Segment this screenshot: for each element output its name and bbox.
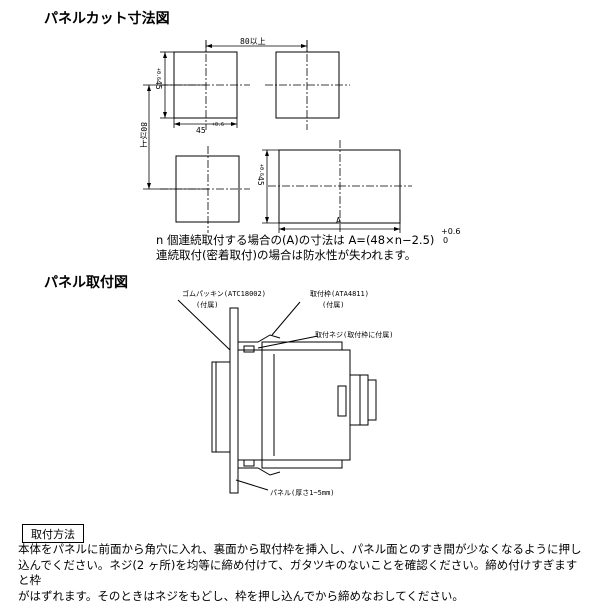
dim-80-horizontal: 80以上 xyxy=(240,36,266,47)
label-panel-thickness: パネル(厚さ1~5mm) xyxy=(270,488,335,498)
front-bezel xyxy=(212,362,230,452)
label-mount-screw: 取付ネジ(取付枠に付属) xyxy=(315,330,393,340)
dim-80-vertical: 80以上 xyxy=(138,122,149,148)
note-tolerance-zero: 0 xyxy=(441,236,460,245)
method-line-1: 本体をパネルに前面から角穴に入れ、裏面から取付枠を挿入し、パネル面とのすき間が少… xyxy=(18,542,588,558)
dim-45-vertical: 45 xyxy=(154,80,163,90)
note-tolerance-plus: +0.6 xyxy=(441,227,460,236)
panel-plate xyxy=(230,308,238,493)
method-line-3: がはずれます。そのときはネジをもどし、枠を押し込んでから締めなおしてください。 xyxy=(18,589,588,604)
dim-A-label: A xyxy=(336,216,341,225)
rear-socket xyxy=(350,375,368,425)
method-line-2: 込んでください。ネジ(2 ヶ所)を均等に締め付けて、ガタツキのないことを確認くだ… xyxy=(18,558,588,589)
unit-body xyxy=(238,350,350,460)
dim-45-horizontal-tol: +0.6 xyxy=(212,122,224,128)
panel-mount-diagram xyxy=(0,280,600,510)
cutout-rect-continuous xyxy=(279,150,400,223)
note-tolerance: +0.6 0 xyxy=(441,227,460,245)
dim-45-vertical-tol: +0.6 xyxy=(155,68,161,80)
panel-cutout-diagram xyxy=(0,0,600,260)
note-continuous-formula: n 個連続取付する場合の(A)の寸法は A=(48×n−2.5) xyxy=(156,233,434,248)
label-mount-frame: 取付枠(ATA4811) xyxy=(310,289,369,299)
label-rubber-packing-sub: (付属) xyxy=(196,300,218,310)
dim-45-vertical-right: 45 xyxy=(256,176,265,186)
note-waterproof-warning: 連続取付(密着取付)の場合は防水性が失われます。 xyxy=(156,248,416,263)
dim-45-vertical-right-tol: +0.6 xyxy=(258,164,264,176)
method-body: 本体をパネルに前面から角穴に入れ、裏面から取付枠を挿入し、パネル面とのすき間が少… xyxy=(18,542,588,604)
label-mount-frame-sub: (付属) xyxy=(322,300,344,310)
method-title: 取付方法 xyxy=(22,524,84,543)
label-rubber-packing: ゴムパッキン(ATC18002) xyxy=(182,289,266,299)
dim-45-horizontal: 45 xyxy=(196,126,206,135)
